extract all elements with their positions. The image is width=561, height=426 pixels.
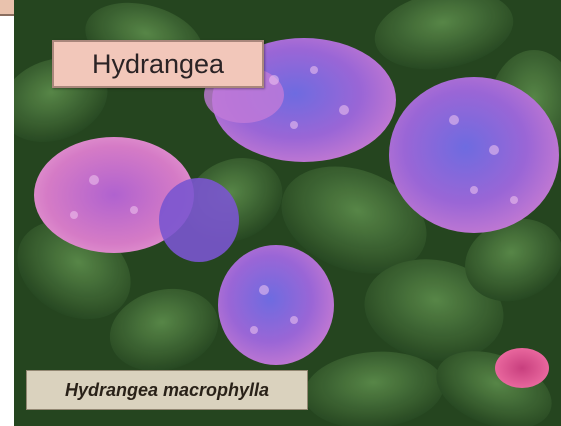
flower-cluster-right [389, 77, 559, 233]
photo-canvas [14, 0, 561, 426]
caption-label: Hydrangea macrophylla [26, 370, 308, 410]
flower-cluster-small-pink [495, 348, 549, 388]
flower-cluster-bottom [218, 245, 334, 365]
petal-highlights [70, 66, 518, 334]
title-label: Hydrangea [52, 40, 264, 88]
flower-cluster-left [34, 137, 239, 262]
hydrangea-photo [14, 0, 561, 426]
